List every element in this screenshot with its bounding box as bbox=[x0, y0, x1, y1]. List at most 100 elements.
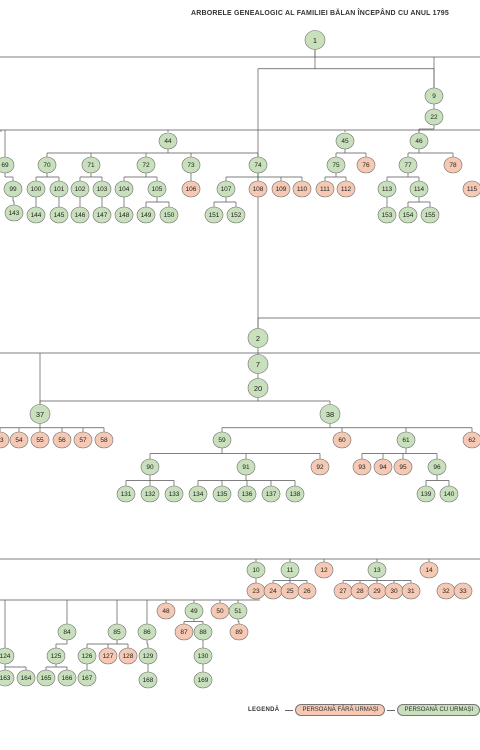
node-ellipse bbox=[396, 431, 416, 449]
person-node-with-descendants: 86 bbox=[137, 623, 157, 641]
node-ellipse bbox=[248, 180, 268, 198]
node-ellipse bbox=[188, 485, 208, 503]
person-node-no-descendants: 53 bbox=[0, 431, 10, 449]
node-number: 75 bbox=[332, 162, 340, 169]
node-ellipse bbox=[409, 132, 429, 150]
node-number: 140 bbox=[444, 491, 455, 498]
node-number: 78 bbox=[449, 162, 457, 169]
person-node-no-descendants: 106 bbox=[181, 180, 201, 198]
person-node-with-descendants: 37 bbox=[29, 404, 51, 424]
node-ellipse bbox=[439, 485, 459, 503]
node-ellipse bbox=[409, 180, 429, 198]
person-node-no-descendants: 110 bbox=[292, 180, 312, 198]
person-node-with-descendants: 102 bbox=[70, 180, 90, 198]
node-number: 50 bbox=[216, 608, 224, 615]
node-ellipse bbox=[462, 180, 480, 198]
node-ellipse bbox=[326, 156, 346, 174]
node-ellipse bbox=[416, 485, 436, 503]
node-ellipse bbox=[181, 180, 201, 198]
node-number: 102 bbox=[75, 186, 86, 193]
node-number: 85 bbox=[113, 629, 121, 636]
node-number: 138 bbox=[290, 491, 301, 498]
person-node-with-descendants: 73 bbox=[181, 156, 201, 174]
person-node-with-descendants: 136 bbox=[237, 485, 257, 503]
node-number: 132 bbox=[145, 491, 156, 498]
node-number: 129 bbox=[143, 653, 154, 660]
node-number: 101 bbox=[54, 186, 65, 193]
person-node-with-descendants: 124 bbox=[0, 647, 15, 665]
node-number: 148 bbox=[119, 212, 130, 219]
person-node-no-descendants: 128 bbox=[118, 647, 138, 665]
person-node-with-descendants: 153 bbox=[377, 206, 397, 224]
node-number: 72 bbox=[142, 162, 150, 169]
person-node-no-descendants: 31 bbox=[401, 582, 421, 600]
node-ellipse bbox=[352, 458, 372, 476]
node-number: 12 bbox=[320, 567, 328, 574]
node-ellipse bbox=[16, 669, 36, 687]
person-node-with-descendants: 88 bbox=[193, 623, 213, 641]
node-ellipse bbox=[98, 647, 118, 665]
node-number: 143 bbox=[9, 210, 20, 217]
person-node-with-descendants: 146 bbox=[70, 206, 90, 224]
person-node-no-descendants: 14 bbox=[419, 561, 439, 579]
person-node-no-descendants: 24 bbox=[263, 582, 283, 600]
person-node-with-descendants: 46 bbox=[409, 132, 429, 150]
node-number: 152 bbox=[231, 212, 242, 219]
node-ellipse bbox=[118, 647, 138, 665]
node-number: 88 bbox=[199, 629, 207, 636]
person-node-with-descendants: 44 bbox=[158, 132, 178, 150]
legend-connector bbox=[285, 709, 294, 711]
node-ellipse bbox=[0, 156, 15, 174]
node-ellipse bbox=[420, 206, 440, 224]
node-ellipse bbox=[30, 431, 50, 449]
node-number: 38 bbox=[326, 410, 334, 419]
node-number: 135 bbox=[217, 491, 228, 498]
node-ellipse bbox=[140, 458, 160, 476]
person-node-no-descendants: 112 bbox=[336, 180, 356, 198]
node-ellipse bbox=[29, 404, 51, 424]
person-node-with-descendants: 150 bbox=[159, 206, 179, 224]
node-number: 103 bbox=[97, 186, 108, 193]
node-ellipse bbox=[246, 561, 266, 579]
legend-connector bbox=[387, 709, 396, 711]
node-number: 155 bbox=[425, 212, 436, 219]
person-node-with-descendants: 74 bbox=[248, 156, 268, 174]
node-ellipse bbox=[81, 156, 101, 174]
node-ellipse bbox=[216, 180, 236, 198]
node-ellipse bbox=[107, 623, 127, 641]
node-number: 11 bbox=[287, 567, 294, 574]
person-node-with-descendants: 7 bbox=[247, 354, 269, 374]
node-number: 57 bbox=[79, 437, 87, 444]
person-node-no-descendants: 108 bbox=[248, 180, 268, 198]
node-ellipse bbox=[247, 354, 269, 374]
node-ellipse bbox=[0, 431, 10, 449]
node-number: 94 bbox=[379, 464, 387, 471]
person-node-with-descendants: 169 bbox=[193, 671, 213, 689]
person-node-with-descendants: 107 bbox=[216, 180, 236, 198]
node-ellipse bbox=[236, 458, 256, 476]
person-node-with-descendants: 132 bbox=[140, 485, 160, 503]
node-ellipse bbox=[156, 602, 176, 620]
node-number: 26 bbox=[303, 588, 311, 595]
person-node-no-descendants: 95 bbox=[393, 458, 413, 476]
person-node-with-descendants: 85 bbox=[107, 623, 127, 641]
node-ellipse bbox=[159, 206, 179, 224]
node-ellipse bbox=[77, 647, 97, 665]
diagram-title: ARBORELE GENEALOGIC AL FAMILIEI BĂLAN ÎN… bbox=[191, 10, 449, 17]
node-ellipse bbox=[137, 623, 157, 641]
node-number: 45 bbox=[341, 138, 349, 145]
node-ellipse bbox=[138, 671, 158, 689]
node-ellipse bbox=[401, 582, 421, 600]
person-node-with-descendants: 143 bbox=[4, 204, 24, 222]
person-node-with-descendants: 149 bbox=[136, 206, 156, 224]
person-node-with-descendants: 139 bbox=[416, 485, 436, 503]
node-number: 92 bbox=[316, 464, 324, 471]
node-ellipse bbox=[57, 623, 77, 641]
node-number: 168 bbox=[143, 677, 154, 684]
legend-label: LEGENDĂ bbox=[248, 707, 280, 713]
person-node-no-descendants: 94 bbox=[373, 458, 393, 476]
node-ellipse bbox=[419, 561, 439, 579]
person-node-with-descendants: 59 bbox=[212, 431, 232, 449]
node-ellipse bbox=[310, 458, 330, 476]
